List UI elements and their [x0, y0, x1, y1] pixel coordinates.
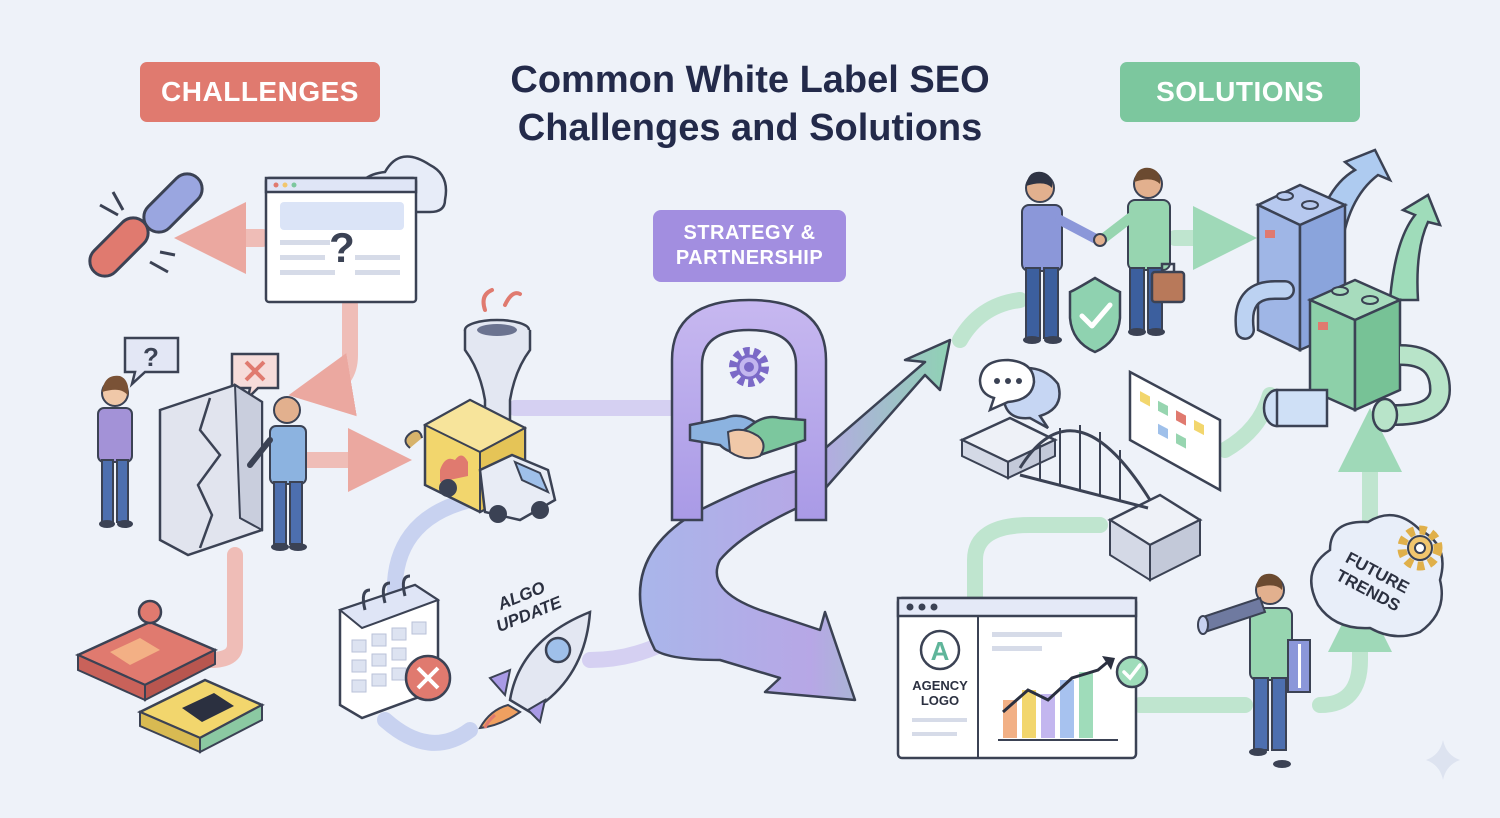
chat-bubble-icon — [978, 358, 1061, 430]
briefcase-icon — [1150, 262, 1186, 304]
bar-chart-icon — [998, 656, 1118, 741]
svg-text:AGENCY: AGENCY — [912, 678, 968, 693]
delivery-truck-icon — [404, 398, 557, 523]
cracked-wall-icon — [158, 383, 264, 557]
svg-text:?: ? — [143, 342, 159, 372]
svg-text:A: A — [931, 636, 950, 666]
transformation-arrow — [638, 338, 952, 702]
sparkle-icon — [1426, 740, 1460, 780]
svg-text:?: ? — [329, 224, 355, 271]
broken-link-icon — [88, 172, 204, 278]
algo-update-label: ALGO UPDATE — [494, 578, 565, 636]
man-figure — [247, 396, 307, 551]
connector-arrows — [174, 202, 1402, 751]
partnership-arch — [670, 298, 828, 522]
strategy-label-line1: STRATEGY & — [683, 222, 816, 244]
title-line2: Challenges and Solutions — [517, 107, 983, 149]
funnel-icon — [463, 288, 532, 442]
calendar-x-icon — [337, 574, 452, 720]
svg-text:LOGO: LOGO — [921, 693, 959, 708]
strategy-label-line2: PARTNERSHIP — [675, 247, 824, 269]
puzzle-icon — [74, 599, 265, 754]
solutions-label: SOLUTIONS — [1120, 62, 1360, 122]
browser-question-icon: ? — [264, 176, 418, 304]
gear-icon — [729, 347, 769, 387]
trend-gear-icon — [1397, 525, 1443, 571]
error-x-icon — [230, 352, 280, 402]
shield-check-icon — [1068, 276, 1122, 354]
building-blocks-icon — [1234, 148, 1452, 433]
handshake-icon — [688, 414, 807, 460]
agency-dashboard-icon: A AGENCY LOGO — [896, 596, 1138, 760]
check-badge-icon — [1115, 655, 1149, 689]
woman-figure — [97, 375, 133, 528]
business-partners-figures — [1021, 167, 1171, 344]
title-line1: Common White Label SEO — [510, 59, 990, 101]
telescope-icon — [1197, 596, 1267, 635]
challenges-label: CHALLENGES — [140, 62, 380, 122]
book-icon — [1287, 639, 1311, 693]
rocket-icon — [478, 610, 592, 730]
bridge-icon — [959, 416, 1203, 582]
kanban-board-icon — [1128, 369, 1222, 493]
speech-question-icon: ? — [123, 336, 180, 388]
strategy-partnership-label: STRATEGY & PARTNERSHIP — [653, 210, 846, 282]
page-title: Common White Label SEO Challenges and So… — [430, 56, 1070, 152]
